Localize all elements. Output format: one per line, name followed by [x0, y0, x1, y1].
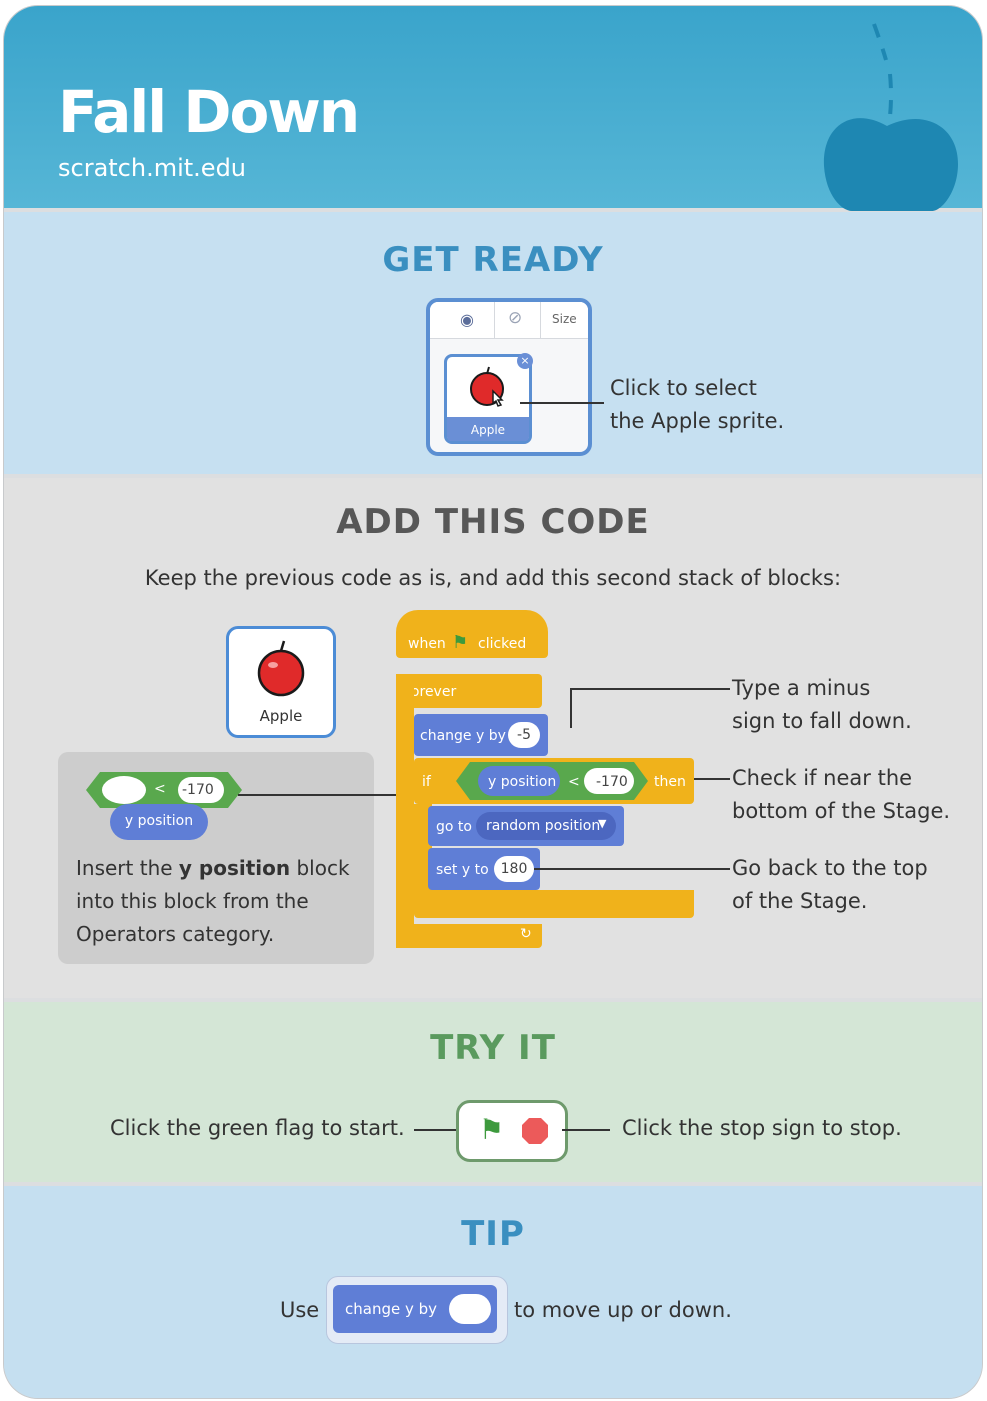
if-block-foot	[414, 890, 694, 918]
check-callout-line2: bottom of the Stage.	[732, 799, 951, 823]
green-flag-icon: ⚑	[452, 632, 469, 653]
hide-eye-icon[interactable]: ⊘	[508, 308, 523, 328]
green-flag-instruction: Click the green flag to start.	[110, 1116, 405, 1140]
forever-block-arm	[396, 674, 414, 948]
select-instruction-line2: the Apple sprite.	[610, 409, 785, 433]
insert-note-line2: into this block from the	[76, 889, 309, 913]
stop-sign-instruction: Click the stop sign to stop.	[622, 1116, 902, 1140]
header-banner: Fall Down scratch.mit.edu	[4, 6, 982, 211]
apple-sprite-name: Apple	[259, 707, 303, 725]
change-y-by-block[interactable]: change y by -5	[414, 714, 548, 756]
select-instruction-line1: Click to select	[610, 376, 757, 400]
fall-down-card: Fall Down scratch.mit.edu GET READY ◉ ⊘ …	[4, 6, 982, 1398]
delete-sprite-icon[interactable]: ×	[517, 353, 533, 369]
callout-line	[570, 688, 572, 728]
callout-line	[238, 794, 458, 796]
set-y-value-input[interactable]: 180	[494, 856, 534, 882]
if-less-than-symbol: <	[568, 774, 580, 790]
tip-section: TIP Use change y by to move up or down.	[4, 1186, 982, 1398]
callout-line	[694, 778, 730, 780]
minus-callout-line2: sign to fall down.	[732, 709, 912, 733]
change-y-by-tip-block[interactable]: change y by	[333, 1285, 497, 1333]
insert-note-line3: Operators category.	[76, 922, 275, 946]
size-label: Size	[552, 312, 577, 326]
apple-sprite-tile: Apple	[226, 626, 336, 738]
tip-after-text: to move up or down.	[514, 1298, 732, 1322]
back-callout-line2: of the Stage.	[732, 889, 868, 913]
add-code-heading: ADD THIS CODE	[336, 502, 650, 542]
y-position-reporter[interactable]: y position	[110, 804, 208, 840]
if-compare-value: -170	[596, 774, 628, 790]
apple-icon	[470, 366, 504, 407]
try-it-section: TRY IT Click the green flag to start. ⚑ …	[4, 1002, 982, 1182]
forever-block[interactable]: forever	[396, 674, 542, 708]
tip-heading: TIP	[461, 1214, 525, 1254]
callout-line	[562, 1129, 610, 1131]
site-url: scratch.mit.edu	[58, 154, 247, 182]
callout-line	[570, 688, 730, 690]
apple-icon	[257, 640, 305, 697]
callout-line	[414, 1129, 456, 1131]
callout-line	[520, 402, 604, 404]
if-condition-operator[interactable]	[454, 760, 650, 802]
callout-line	[534, 868, 730, 870]
get-ready-section: GET READY ◉ ⊘ Size Apple × Click to sele…	[4, 212, 982, 474]
operator-value: -170	[182, 782, 214, 798]
operator-symbol: <	[154, 781, 166, 797]
stop-sign-icon[interactable]	[521, 1117, 549, 1145]
try-it-heading: TRY IT	[430, 1028, 556, 1068]
if-block-arm	[414, 804, 432, 892]
minus-callout-line1: Type a minus	[732, 676, 871, 700]
insert-note-line1: Insert the y position block	[76, 856, 350, 880]
change-y-value-input[interactable]: -5	[508, 722, 540, 748]
if-y-position-reporter: y position	[488, 774, 557, 790]
tip-use-label: Use	[280, 1298, 320, 1322]
flag-stop-controls: ⚑	[456, 1100, 568, 1162]
green-flag-icon[interactable]: ⚑	[479, 1113, 505, 1146]
tip-block-frame: change y by	[326, 1276, 508, 1344]
apple-sprite-label: Apple	[470, 423, 506, 437]
get-ready-heading: GET READY	[382, 240, 604, 280]
set-y-to-block[interactable]: set y to 180	[428, 848, 540, 890]
apple-sprite-thumbnail[interactable]: Apple ×	[444, 353, 533, 444]
chevron-down-icon: ▼	[598, 817, 607, 830]
add-code-intro: Keep the previous code as is, and add th…	[144, 566, 842, 590]
insert-hint-box: < -170 y position Insert the y position …	[58, 752, 374, 964]
check-callout-line1: Check if near the	[732, 766, 913, 790]
when-flag-clicked-block[interactable]: when ⚑ clicked	[396, 610, 548, 658]
forever-block-foot: ↻	[396, 924, 542, 948]
apple-silhouette-icon	[823, 23, 958, 211]
less-than-operator-block[interactable]	[84, 770, 244, 810]
back-callout-line1: Go back to the top	[732, 856, 928, 880]
random-position-dropdown[interactable]: random position ▼	[476, 812, 616, 840]
add-code-section: ADD THIS CODE Keep the previous code as …	[4, 478, 982, 998]
page-title: Fall Down	[58, 78, 360, 146]
change-y-input[interactable]	[449, 1294, 491, 1324]
go-to-random-block[interactable]: go to random position ▼	[428, 806, 624, 846]
sprite-panel: ◉ ⊘ Size Apple ×	[426, 298, 592, 456]
show-eye-icon[interactable]: ◉	[460, 310, 474, 329]
loop-arrow-icon: ↻	[520, 926, 532, 942]
